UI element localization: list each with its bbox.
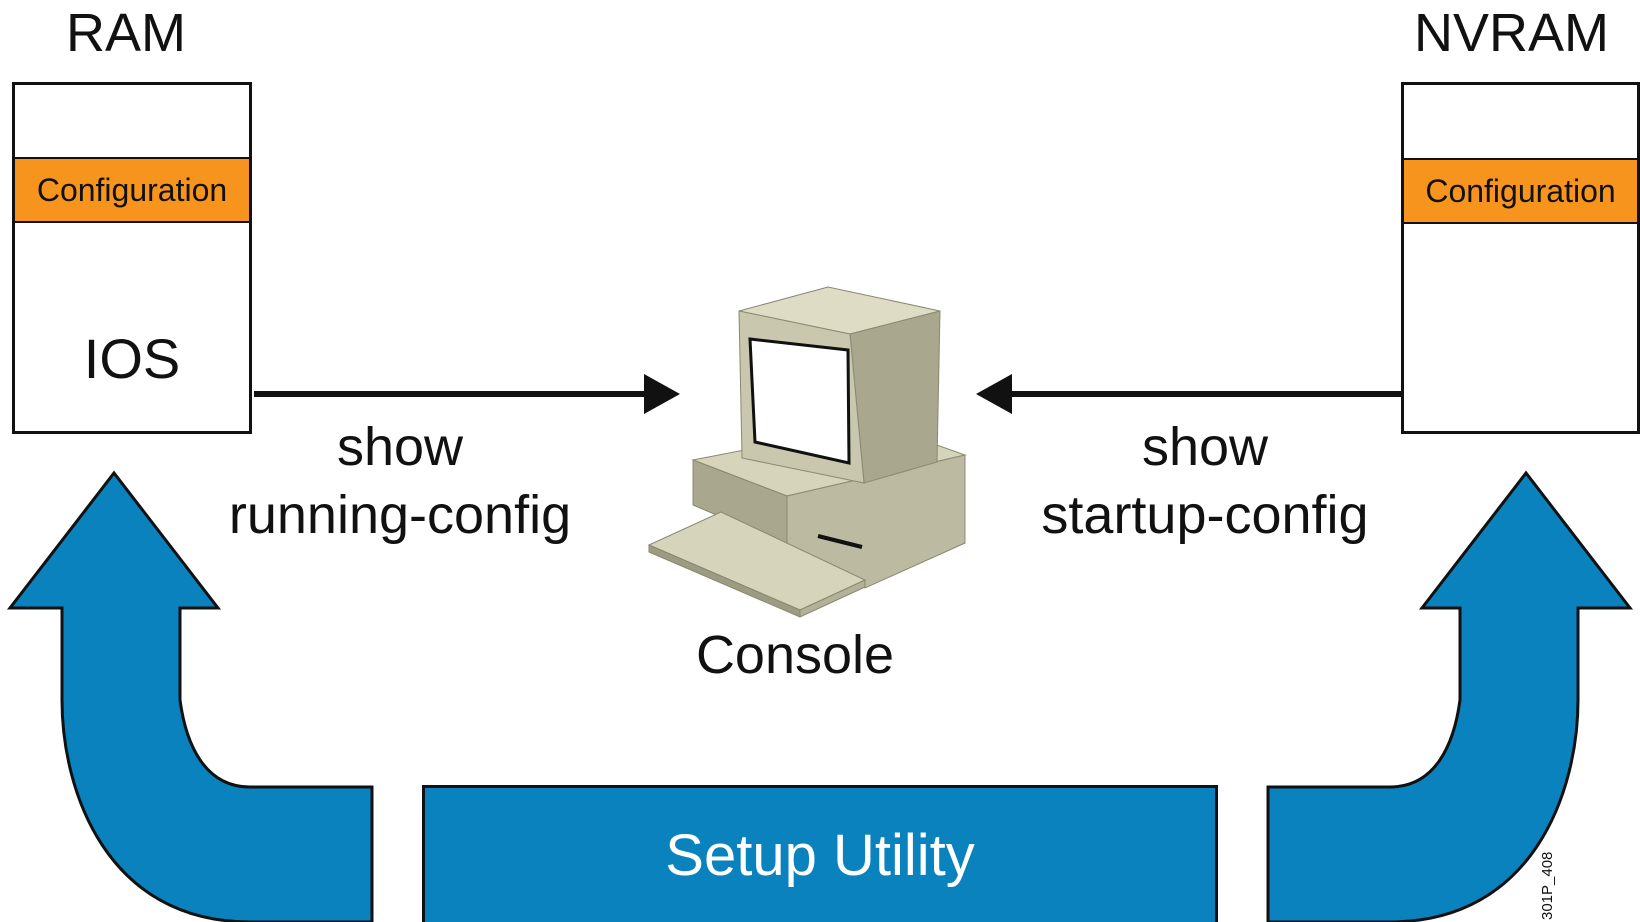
right-blue-arrow	[1266, 470, 1634, 922]
ram-title: RAM	[66, 3, 186, 63]
running-config-line1: show	[336, 417, 464, 477]
ram-configuration-label: Configuration	[36, 171, 228, 208]
nvram-configuration-label: Configuration	[1425, 172, 1616, 209]
running-config-arrow-head	[644, 374, 680, 414]
setup-utility-label: Setup Utility	[665, 822, 975, 888]
startup-config-line1: show	[1141, 417, 1269, 477]
ram-ios-label: IOS	[83, 327, 181, 390]
running-config-command: show running-config	[210, 413, 590, 549]
console-label: Console	[695, 625, 895, 685]
left-blue-arrow	[6, 470, 374, 922]
monitor-screen	[748, 337, 851, 465]
startup-config-line2: startup-config	[1041, 485, 1369, 545]
startup-config-command: show startup-config	[1005, 413, 1405, 549]
keyboard-side	[799, 579, 866, 618]
startup-config-arrow-head	[976, 374, 1012, 414]
nvram-title: NVRAM	[1414, 3, 1610, 63]
ram-box: Configuration IOS	[12, 82, 252, 434]
nvram-box: Configuration	[1401, 82, 1640, 434]
drive-slot	[817, 534, 863, 549]
ram-configuration-band: Configuration	[15, 157, 249, 223]
setup-utility-box: Setup Utility	[422, 785, 1218, 922]
nvram-configuration-band: Configuration	[1404, 158, 1637, 224]
figure-id: 301P_408	[1539, 851, 1556, 920]
running-config-line2: running-config	[228, 485, 572, 545]
